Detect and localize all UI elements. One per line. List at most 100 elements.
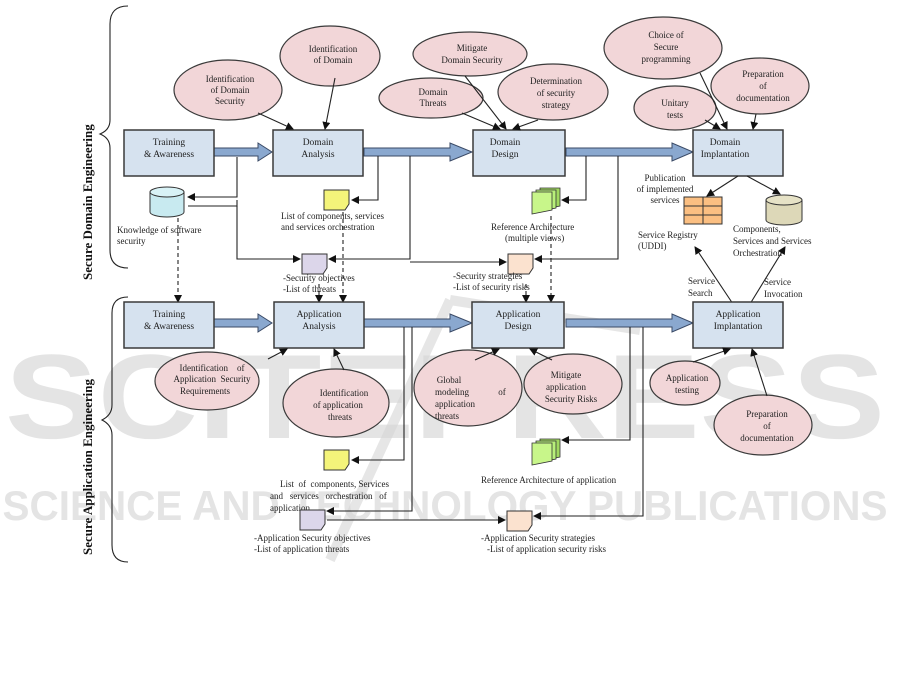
process-domain-training[interactable]: Training & Awareness bbox=[123, 129, 215, 177]
activity-label: programming bbox=[642, 54, 691, 64]
process-label: Domain bbox=[490, 138, 521, 148]
flow-arrow bbox=[565, 313, 695, 333]
process-label: Implantation bbox=[714, 322, 763, 332]
activity-id-domain[interactable]: Identification of Domain bbox=[279, 25, 381, 87]
flow-arrow bbox=[363, 142, 474, 162]
watermark-sub: SCIENCE AND TECHNOLOGY PUBLICATIONS bbox=[3, 482, 888, 529]
process-domain-design[interactable]: Domain Design bbox=[472, 129, 566, 177]
activity-label: Threats bbox=[420, 98, 447, 108]
process-label: Analysis bbox=[302, 322, 336, 332]
activity-label: application bbox=[546, 382, 586, 392]
process-domain-implantation[interactable]: Domain Implantation bbox=[692, 129, 784, 177]
doc-app-list-components[interactable]: List of components, Services and service… bbox=[270, 449, 389, 513]
activity-label: of application bbox=[313, 400, 363, 410]
doc-domain-security-objectives[interactable]: -Security objectives -List of threats bbox=[283, 253, 355, 294]
artifact-label: security bbox=[117, 236, 146, 246]
link-label: Invocation bbox=[764, 289, 803, 299]
doc-app-security-objectives[interactable]: -Application Security objectives -List o… bbox=[254, 509, 371, 554]
artifact-label: List of components, services bbox=[281, 211, 384, 221]
watermark: SCITEPRESS SCIENCE AND TECHNOLOGY PUBLIC… bbox=[3, 295, 888, 563]
service-registry[interactable]: Service Registry (UDDI) bbox=[638, 196, 723, 251]
artifact-label: Service Registry bbox=[638, 230, 698, 240]
artifact-label: and services orchestration bbox=[281, 222, 375, 232]
activity-label: Mitigate bbox=[551, 370, 582, 380]
activity-domain-threats[interactable]: Domain Threats bbox=[378, 77, 484, 119]
section-label-application: Secure Application Engineering bbox=[80, 379, 95, 555]
artifact-label: -List of application threats bbox=[254, 544, 350, 554]
section-label-domain: Secure Domain Engineering bbox=[80, 124, 95, 280]
activity-label: Preparation bbox=[742, 69, 784, 79]
activity-label: of Domain bbox=[314, 55, 353, 65]
doc-domain-list-components[interactable]: List of components, services and service… bbox=[281, 189, 384, 232]
process-label: Training bbox=[153, 310, 186, 320]
activity-app-preparation-doc[interactable]: Preparation of documentation bbox=[713, 394, 813, 456]
process-app-implantation[interactable]: Application Implantation bbox=[692, 301, 784, 349]
doc-domain-security-strategies[interactable]: -Security strategies -List of security r… bbox=[453, 253, 534, 292]
activity-determination-strategy[interactable]: Determination of security strategy bbox=[497, 63, 609, 121]
activity-domain-preparation-doc[interactable]: Preparation of documentation bbox=[710, 57, 810, 115]
artifact-label: application bbox=[270, 503, 310, 513]
process-app-design[interactable]: Application Design bbox=[471, 301, 565, 349]
activity-label: Determination bbox=[530, 76, 582, 86]
activity-global-modeling[interactable]: Global modeling of application threats bbox=[413, 349, 523, 427]
process-label: & Awareness bbox=[144, 150, 194, 160]
activity-label: Application Security bbox=[174, 374, 251, 384]
process-label: Domain bbox=[710, 138, 741, 148]
activity-id-app-threats[interactable]: Identification of application threats bbox=[282, 368, 390, 438]
artifact-label: -Security strategies bbox=[453, 271, 523, 281]
activity-label: of bbox=[763, 421, 771, 431]
doc-app-security-strategies[interactable]: -Application Security strategies -List o… bbox=[481, 510, 606, 554]
process-label: Application bbox=[297, 310, 342, 320]
activity-label: Identification of bbox=[180, 363, 245, 373]
activity-label: Preparation bbox=[746, 409, 788, 419]
doc-domain-reference-arch[interactable]: Reference Architecture (multiple views) bbox=[491, 187, 574, 243]
activity-label: Unitary bbox=[661, 98, 689, 108]
activity-label: threats bbox=[435, 411, 459, 421]
activity-label: Identification bbox=[309, 44, 358, 54]
activity-label: Security bbox=[215, 96, 245, 106]
artifact-label: Orchestration bbox=[733, 248, 782, 258]
activity-label: strategy bbox=[542, 100, 571, 110]
activity-label: Application bbox=[666, 373, 709, 383]
process-domain-analysis[interactable]: Domain Analysis bbox=[272, 129, 364, 177]
flow-arrow bbox=[363, 313, 474, 333]
artifact-label: Reference Architecture of application bbox=[481, 475, 617, 485]
activity-id-domain-security[interactable]: Identification of Domain Security bbox=[173, 59, 283, 121]
activity-app-testing[interactable]: Application testing bbox=[649, 360, 721, 406]
activity-label: Requirements bbox=[180, 386, 230, 396]
activity-label: documentation bbox=[740, 433, 794, 443]
knowledge-repository[interactable]: Knowledge of software security bbox=[117, 186, 201, 246]
flow-arrow bbox=[213, 313, 273, 333]
artifact-label: -List of application security risks bbox=[487, 544, 606, 554]
artifact-label: -Security objectives bbox=[283, 273, 355, 283]
doc-app-reference-arch[interactable]: Reference Architecture of application bbox=[481, 438, 617, 485]
artifact-label: and services orchestration of bbox=[270, 491, 387, 501]
process-label: Application bbox=[716, 310, 761, 320]
activity-mitigate-domain-security[interactable]: Mitigate Domain Security bbox=[412, 31, 528, 77]
link-label: Search bbox=[688, 288, 713, 298]
activity-label: Secure bbox=[654, 42, 679, 52]
activity-label: Mitigate bbox=[457, 43, 488, 53]
activity-label: of Domain bbox=[211, 85, 250, 95]
activity-label: application bbox=[435, 399, 475, 409]
process-label: Training bbox=[153, 138, 186, 148]
process-label: Design bbox=[505, 322, 532, 332]
link-label: Service bbox=[764, 277, 791, 287]
activity-label: documentation bbox=[736, 93, 790, 103]
activity-choice-secure-programming[interactable]: Choice of Secure programming bbox=[603, 16, 723, 80]
process-label: & Awareness bbox=[144, 322, 194, 332]
artifact-label: Reference Architecture bbox=[491, 222, 574, 232]
activity-label: Choice of bbox=[648, 30, 683, 40]
artifact-label: -Application Security strategies bbox=[481, 533, 595, 543]
activity-mitigate-app-risks[interactable]: Mitigate application Security Risks bbox=[523, 353, 623, 415]
process-app-analysis[interactable]: Application Analysis bbox=[273, 301, 365, 349]
artifact-label: List of components, Services bbox=[280, 479, 389, 489]
artifact-label: -List of security risks bbox=[453, 282, 530, 292]
artifact-label: (multiple views) bbox=[505, 233, 564, 243]
activity-unitary-tests[interactable]: Unitary tests bbox=[633, 85, 717, 131]
process-app-training[interactable]: Training & Awareness bbox=[123, 301, 215, 349]
activity-id-app-security-req[interactable]: Identification of Application Security R… bbox=[154, 351, 260, 411]
components-repository[interactable]: Components, Services and Services Orches… bbox=[733, 194, 812, 258]
activity-label: Domain bbox=[419, 87, 448, 97]
